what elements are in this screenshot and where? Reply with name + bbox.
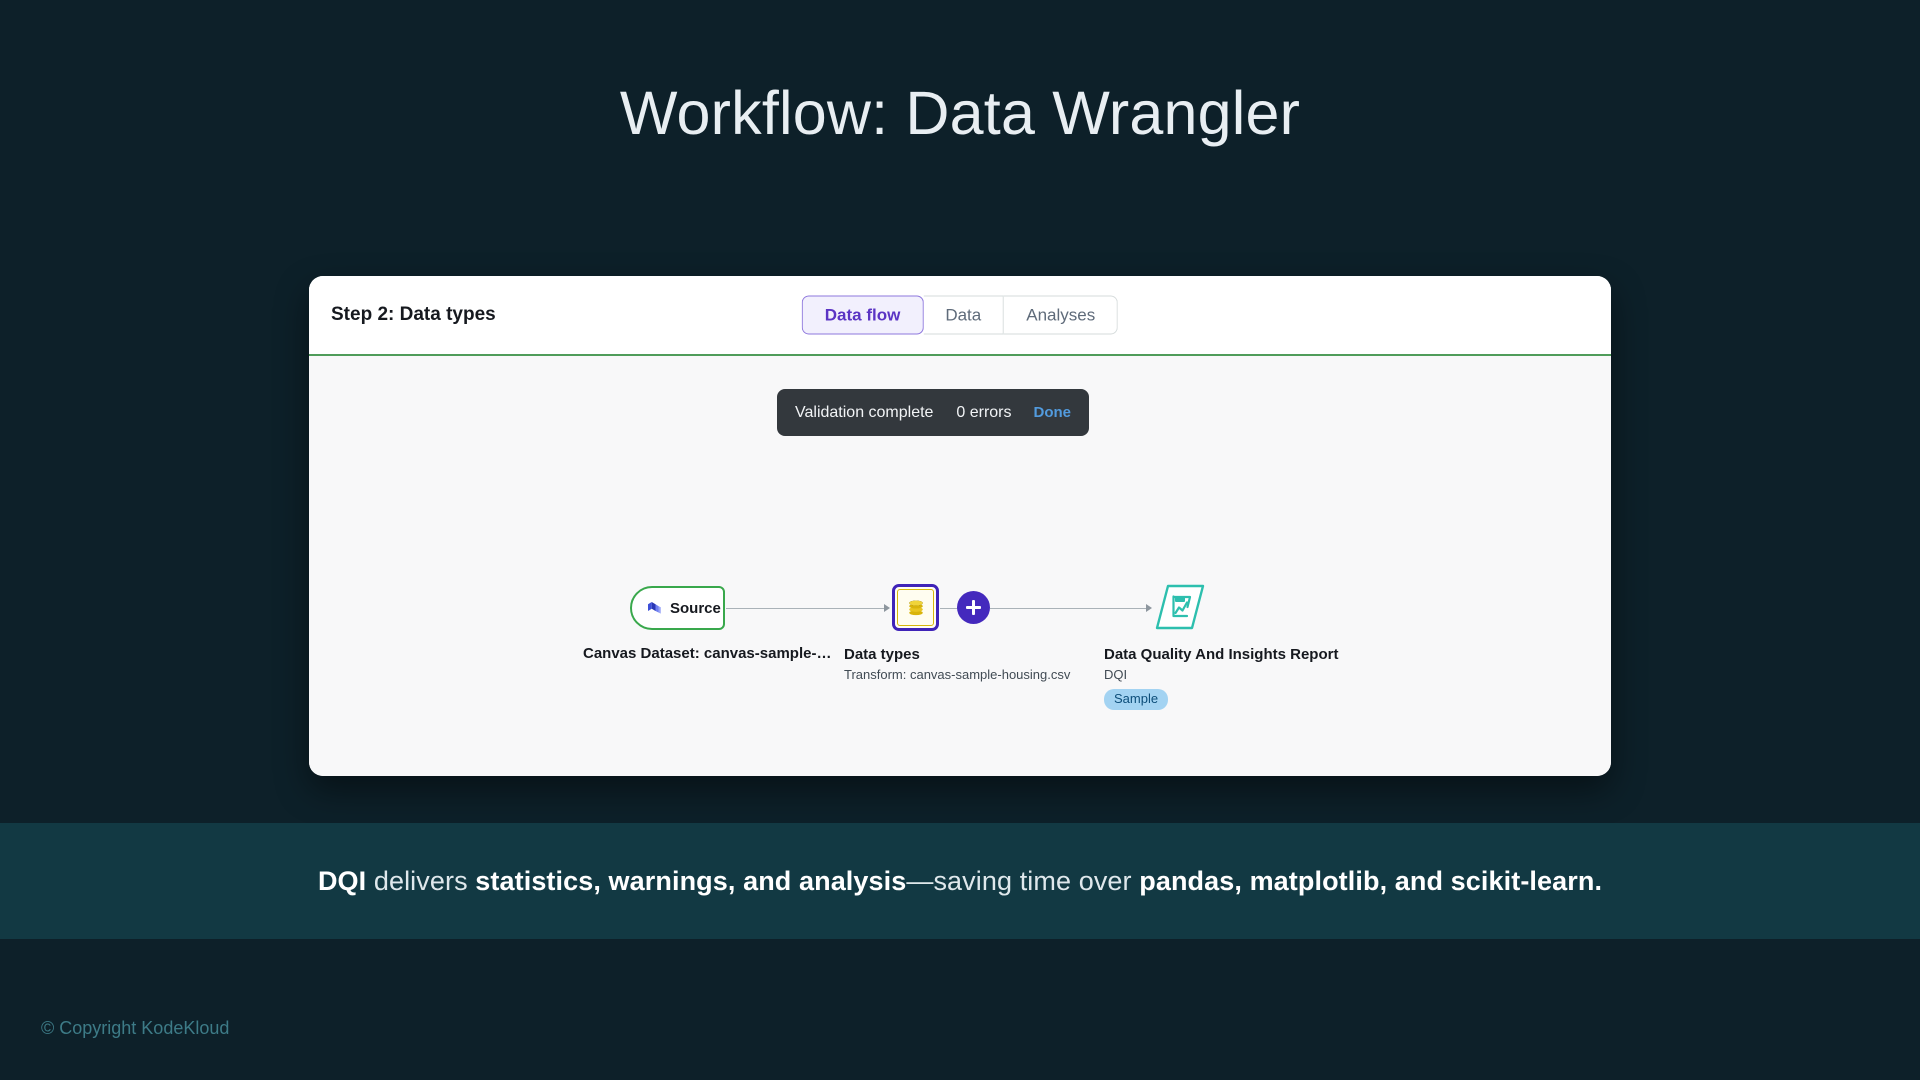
validation-toast: Validation complete 0 errors Done — [777, 389, 1089, 436]
caption-data-types-subtitle: Transform: canvas-sample-housing.csv — [844, 667, 1071, 682]
caption-part5: pandas, matplotlib, and scikit-learn. — [1139, 865, 1603, 896]
footer-copyright: © Copyright KodeKloud — [41, 1018, 230, 1038]
tab-group: Data flow Data Analyses — [801, 295, 1119, 335]
toast-message: Validation complete — [795, 403, 934, 421]
edge-arrow-report — [1146, 604, 1152, 612]
caption-source: Canvas Dataset: canvas-sample-… — [583, 644, 831, 664]
caption-band: DQI delivers statistics, warnings, and a… — [0, 823, 1920, 939]
node-dqi-report[interactable] — [1154, 583, 1206, 631]
caption-part1: DQI — [317, 865, 367, 896]
node-data-types[interactable] — [892, 584, 939, 631]
flow-canvas[interactable]: Validation complete 0 errors Done — [309, 356, 1611, 776]
caption-text: DQI delivers statistics, warnings, and a… — [318, 866, 1602, 897]
tab-data[interactable]: Data — [923, 295, 1005, 335]
page-title: Workflow: Data Wrangler — [619, 79, 1301, 147]
edge-source-to-datatypes — [726, 608, 886, 609]
caption-part4: —saving time over — [906, 865, 1140, 896]
edge-arrow-datatypes — [884, 604, 890, 612]
flow-graph: Source — [309, 566, 1611, 756]
caption-dqi-report-subtitle: DQI — [1104, 667, 1128, 682]
tab-analyses[interactable]: Analyses — [1004, 295, 1119, 335]
node-source[interactable]: Source — [630, 586, 725, 630]
caption-part2: delivers — [366, 865, 476, 896]
caption-source-title: Canvas Dataset: canvas-sample-… — [583, 645, 832, 662]
app-window-card: Step 2: Data types Data flow Data Analys… — [309, 276, 1611, 776]
caption-part3: statistics, warnings, and analysis — [475, 865, 907, 896]
data-types-coins-icon — [905, 597, 927, 619]
toast-done-button[interactable]: Done — [1033, 404, 1072, 421]
dataset-stack-icon — [645, 599, 663, 617]
edge-datatypes-to-plus — [940, 608, 958, 609]
caption-data-types: Data types Transform: canvas-sample-hous… — [844, 645, 1070, 684]
card-header: Step 2: Data types Data flow Data Analys… — [309, 276, 1611, 356]
toast-error-count: 0 errors — [956, 403, 1012, 421]
node-data-types-inner — [897, 589, 934, 626]
caption-dqi-report: Data Quality And Insights Report DQI Sam… — [1104, 645, 1338, 710]
add-step-button[interactable] — [957, 591, 990, 624]
status-badge-sample: Sample — [1104, 689, 1169, 710]
caption-data-types-title: Data types — [844, 646, 920, 663]
caption-dqi-report-title: Data Quality And Insights Report — [1104, 646, 1339, 663]
edge-plus-to-report — [990, 608, 1148, 609]
node-source-label: Source — [670, 599, 721, 617]
report-chart-icon — [1154, 583, 1206, 631]
tab-data-flow[interactable]: Data flow — [801, 295, 924, 335]
step-title: Step 2: Data types — [331, 304, 496, 325]
